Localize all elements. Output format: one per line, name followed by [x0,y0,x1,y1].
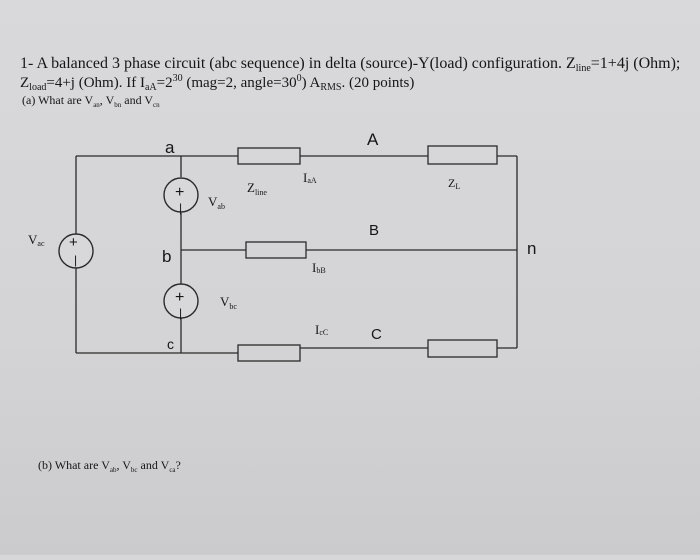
voltage-sources: + | + | + | [58,177,199,320]
z-load-a-box [427,145,498,165]
impedances [237,145,498,362]
source-vab-circle [163,177,199,213]
v-ab-label: Vab [208,194,225,211]
source-vab-plus: + [175,184,184,201]
problem-line-2: Zload=4+j (Ohm). If IaA=230 (mag=2, angl… [20,73,414,93]
node-b-label: b [162,247,171,266]
v-bc-label: Vbc [220,294,237,311]
circuit-labels: a b c A B C n Vac Vab Vbc Zline ZL IaA I… [28,130,536,352]
node-a-label: a [165,138,175,157]
source-vac-minus: | [74,253,77,267]
z-load-label: ZL [448,176,460,191]
source-vac-circle [58,233,94,269]
z-load-c-box [427,339,498,358]
node-A-label: A [367,130,379,149]
source-vab-minus: | [179,201,182,215]
i-aA-label: IaA [303,170,317,185]
question-part-b: (b) What are Vab, Vbc and Vca? [38,458,181,474]
source-vbc-circle [163,283,199,319]
i-bB-label: IbB [312,260,326,275]
node-B-label: B [369,222,379,239]
v-ac-label: Vac [28,232,45,248]
source-vbc-minus: | [179,306,182,320]
z-line-c-box [237,344,301,362]
z-line-a-box [237,147,301,165]
node-C-label: C [371,326,382,343]
i-cC-label: IcC [315,322,328,337]
source-vbc-plus: + [175,289,184,306]
problem-line-1: 1- A balanced 3 phase circuit (abc seque… [20,55,680,74]
question-part-a: (a) What are Van, Vbn and Vcn [22,93,160,109]
z-line-b-box [245,241,307,259]
problem-statement: 1- A balanced 3 phase circuit (abc seque… [20,55,680,474]
node-n-label: n [527,239,536,258]
source-vac-plus: + [69,234,78,251]
circuit-wires [75,155,518,354]
z-line-label: Zline [247,180,267,197]
node-c-label: c [167,336,174,352]
